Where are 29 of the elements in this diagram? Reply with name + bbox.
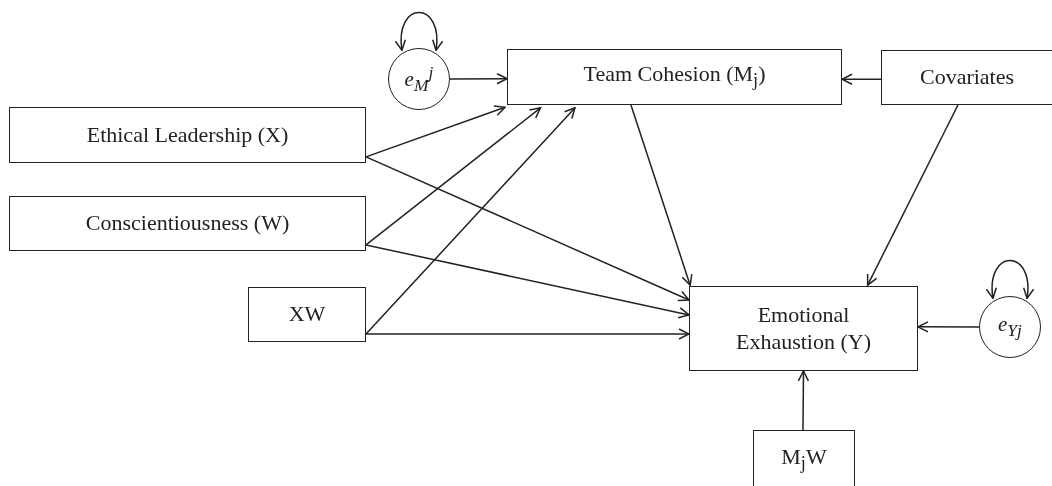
variance-arrow (395, 11, 443, 52)
arrow (797, 370, 810, 431)
arrow (365, 105, 506, 158)
variable-box (881, 50, 1052, 105)
variable-label: XW (288, 301, 326, 328)
arrow (917, 321, 980, 333)
arrow (841, 73, 882, 85)
variable-label: Conscientiousness (W) (85, 210, 290, 237)
arrow (449, 73, 508, 85)
arrow (365, 107, 576, 335)
arrow (630, 104, 693, 286)
variable-box (753, 430, 855, 486)
arrow (365, 156, 690, 302)
arrow (365, 244, 690, 319)
variable-box (248, 287, 366, 342)
variable-label: M$_{j}$W (781, 444, 827, 476)
variable-box (507, 49, 842, 105)
arrow (365, 328, 690, 340)
variable-box (9, 107, 366, 163)
arrow (866, 104, 959, 286)
variable-label: e$_{Yj}$ (998, 312, 1022, 342)
variable-label: Ethical Leadership (X) (86, 121, 289, 149)
variable-box (689, 286, 918, 371)
variance-arrow (986, 259, 1034, 300)
variable-label: Team Cohesion (M$_{j}$) (583, 61, 766, 93)
arrow (365, 107, 542, 246)
variable-label: Covariates (919, 64, 1015, 91)
variable-box (9, 196, 366, 251)
variable-label: Emotional Exhaustion (Y) (735, 302, 872, 355)
